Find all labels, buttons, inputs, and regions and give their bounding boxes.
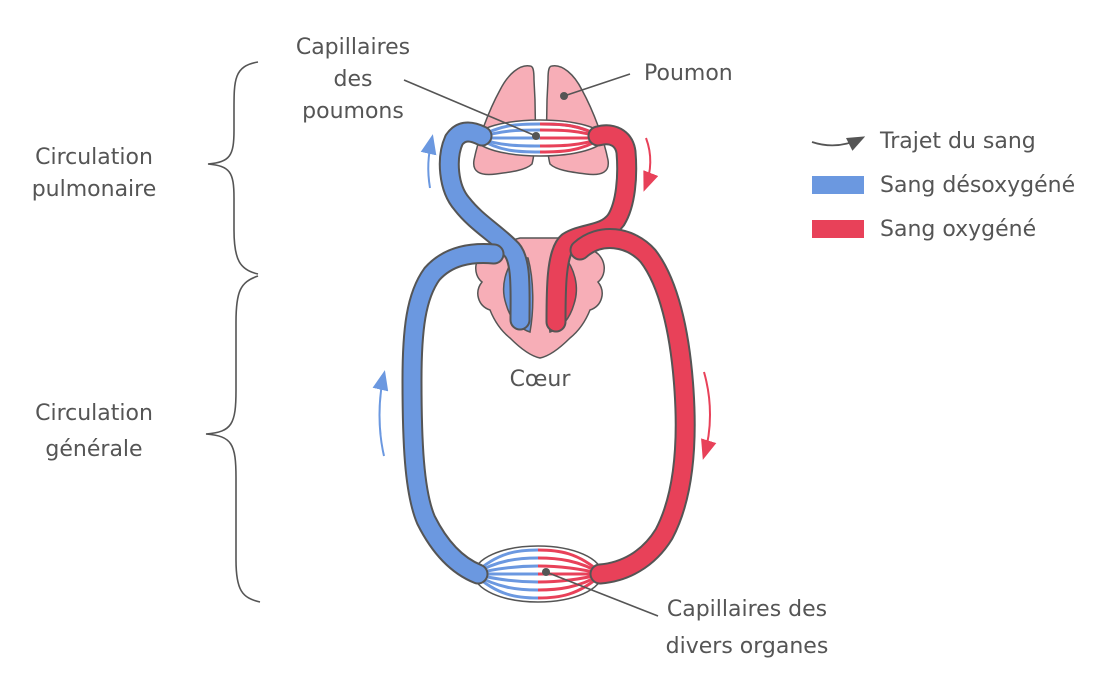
flow-arrow-pulmonary-up (420, 134, 437, 189)
legend-path-label: Trajet du sang (879, 129, 1036, 154)
lung-capillaries (475, 119, 605, 157)
legend-oxygenated-label: Sang oxygéné (880, 217, 1036, 242)
pointer-lung (563, 73, 631, 97)
label-pulmonary-circulation-1: Circulation (35, 145, 153, 170)
general-brace (205, 275, 261, 603)
pointer-lung-capillaries (403, 79, 537, 137)
legend-oxygenated-swatch (812, 220, 864, 238)
flow-arrow-pulmonary-down (643, 137, 659, 192)
label-lung-capillaries-2: des (334, 67, 373, 92)
label-pulmonary-circulation-2: pulmonaire (32, 177, 157, 202)
flow-arrow-systemic-up (372, 370, 389, 457)
legend-path-arrow-icon (811, 136, 866, 151)
legend-deoxygenated-swatch (812, 176, 864, 194)
label-lung-capillaries-1: Capillaires (296, 35, 410, 60)
label-organ-capillaries-1: Capillaires des (667, 597, 827, 622)
aorta (569, 228, 696, 585)
pulmonary-artery (438, 121, 531, 331)
legend: Trajet du sang Sang désoxygéné Sang oxyg… (811, 129, 1075, 242)
legend-deoxygenated-label: Sang désoxygéné (880, 173, 1075, 198)
label-general-circulation-2: générale (45, 437, 142, 462)
vena-cava (401, 243, 505, 585)
label-heart: Cœur (510, 367, 572, 392)
flow-arrow-systemic-down (701, 371, 717, 460)
pointer-organ-capillaries (545, 571, 659, 617)
pulmonary-vein (545, 124, 638, 333)
pulmonary-brace (207, 61, 259, 275)
label-lung-capillaries-3: poumons (302, 99, 404, 124)
label-organ-capillaries-2: divers organes (666, 634, 829, 659)
organ-capillaries (472, 545, 604, 603)
label-lung: Poumon (644, 61, 733, 86)
label-general-circulation-1: Circulation (35, 401, 153, 426)
